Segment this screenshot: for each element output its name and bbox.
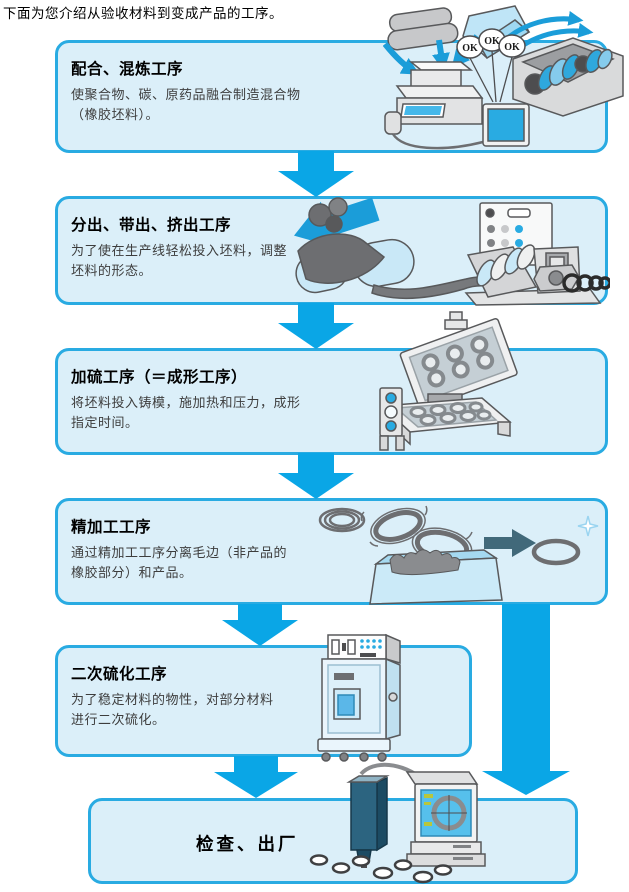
flow-arrow-1 [278, 151, 354, 197]
finishing-illustration [318, 505, 599, 605]
step-desc-line: 橡胶部分）和产品。 [71, 564, 193, 580]
ok-label: OK [484, 36, 500, 47]
intro-text: 下面为您介绍从验收材料到变成产品的工序。 [3, 6, 283, 21]
step-box-second-vulcanizing: 二次硫化工序 为了稳定材料的物性，对部分材料 进行二次硫化。 [55, 645, 472, 757]
step-desc-line: （橡胶坯料）。 [71, 106, 160, 122]
extruding-illustration [294, 197, 610, 306]
flow-arrow-2 [278, 303, 354, 349]
step-title: 分出、带出、挤出工序 [71, 217, 232, 234]
step-desc-line: 进行二次硫化。 [71, 711, 166, 727]
feed-arrow-icon [294, 197, 380, 248]
flow-arrow-3 [278, 453, 354, 499]
mold-knob-icon [444, 311, 468, 330]
inspection-monitor-icon [405, 771, 479, 843]
clean-ring-icon [531, 538, 581, 566]
flow-arrow-5 [214, 756, 298, 798]
ok-label: OK [504, 42, 520, 53]
mold-illustration [379, 311, 518, 451]
plug-icon [384, 111, 484, 150]
monitor-base-icon [406, 841, 486, 867]
step-desc-line: 为了使在生产线轻松投入坯料，调整 [71, 243, 288, 258]
sensor-icon [346, 775, 390, 868]
deflash-arrow-icon [484, 529, 536, 557]
step-desc-line: 使聚合物、碳、原药品融合制造混合物 [71, 87, 301, 102]
oven-base-icon [317, 738, 391, 762]
mixing-illustration: OK OK OK [383, 5, 624, 150]
mold-top-plate-icon [399, 317, 518, 410]
inspection-illustration [309, 762, 486, 884]
final-step-title: 检查、出厂 [196, 834, 299, 854]
scrap-box-icon [369, 549, 503, 605]
flash-ring-icon [318, 507, 366, 533]
rollers-icon [295, 233, 495, 299]
step-desc-line: 坯料的形态。 [71, 262, 153, 278]
flow-arrow-bypass [482, 604, 570, 795]
step-title: 加硫工序（＝成形工序） [71, 369, 248, 386]
step-title: 精加工工序 [71, 519, 152, 536]
step-desc-line: 将坯料投入铸模，施加热和压力，成形 [71, 395, 301, 410]
step-title: 配合、混炼工序 [71, 61, 184, 78]
monitor-icon [482, 103, 530, 147]
extruded-rings-icon [562, 273, 610, 293]
oven-body-icon [321, 657, 401, 740]
mold-control-buttons-icon [379, 387, 405, 451]
step-desc-line: 为了稳定材料的物性，对部分材料 [71, 692, 274, 707]
flow-arrow-4 [222, 604, 298, 646]
oven-illustration [317, 633, 401, 762]
mixer-icon [512, 37, 624, 117]
step-desc-line: 通过精加工工序分离毛边（非产品的 [71, 545, 288, 560]
step-box-vulcanizing: 加硫工序（＝成形工序） 将坯料投入铸模，施加热和压力，成形 指定时间。 [55, 348, 608, 455]
sparkle-icon [577, 515, 599, 537]
extruder-icon [464, 244, 602, 306]
step-box-inspection-shipping: 检查、出厂 [88, 798, 578, 884]
step-title: 二次硫化工序 [71, 666, 168, 683]
step-desc-line: 指定时间。 [71, 414, 139, 430]
mold-bottom-tray-icon [380, 397, 512, 446]
oven-control-unit-icon [327, 633, 401, 664]
ok-label: OK [462, 43, 478, 54]
o-rings-icon [309, 854, 453, 884]
ok-bubbles-icon: OK OK OK [456, 28, 526, 103]
scale-icon [395, 61, 484, 125]
